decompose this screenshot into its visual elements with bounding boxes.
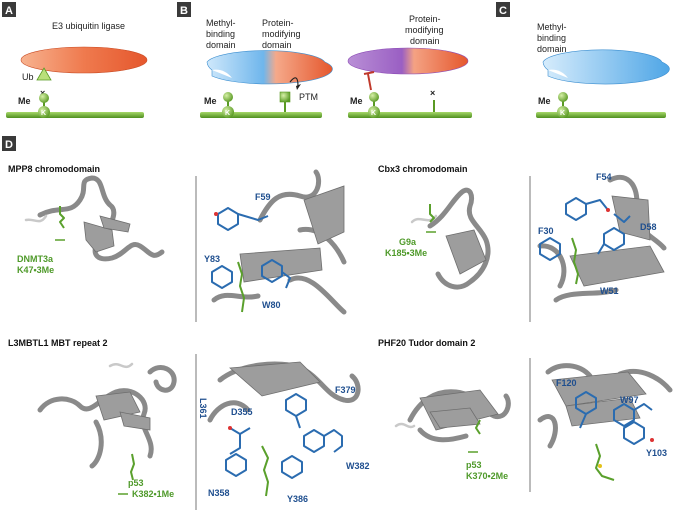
residue-label-w51: W51 [600,286,619,296]
residue-label-d355: D355 [231,407,253,417]
me-label-a: Me [18,96,31,106]
e3-ligase-label: E3 ubiquitin ligase [52,21,125,31]
panel-badge-d [2,136,16,151]
me-label-b1: Me [204,96,217,106]
peptide-chain-c [536,112,666,118]
panel-b: B Methyl- binding domain Protein- modify… [177,2,472,118]
structure-phf20: PHF20 Tudor domain 2 p53 K370•2Me F120 W… [378,338,673,492]
methyl-ball-b2 [369,92,379,102]
protein-modifying-2-label-3: domain [410,36,440,46]
protein-modifying-label-2: modifying [262,29,301,39]
peptide-chain-b2 [348,112,472,118]
ligand-label-l3mbtl1-1: p53 [128,478,144,488]
residue-label-y386: Y386 [287,494,308,504]
inhibitor-line [367,73,372,91]
methyl-ball-b1 [223,92,233,102]
protein-modifying-label-3: domain [262,40,292,50]
structure-l3mbtl1: L3MBTL1 MBT repeat 2 p53 K382•1Me F379 L… [8,338,370,510]
ligand-label-phf20-2: K370•2Me [466,471,508,481]
residue-label-l361: L361 [198,398,208,419]
residue-label-w80: W80 [262,300,281,310]
methyl-binding-label-1: Methyl- [206,18,236,28]
lysine-ball-a [38,106,50,118]
ub-label: Ub [22,72,34,82]
ligand-label-phf20-1: p53 [466,460,482,470]
ligand-label-l3mbtl1-2: K382•1Me [132,489,174,499]
ligand-label-mpp8-2: K47•3Me [17,265,54,275]
structure-title-phf20: PHF20 Tudor domain 2 [378,338,475,348]
lysine-k-b1: K [225,110,230,117]
structure-cbx3: Cbx3 chromodomain G9a K185•3Me F54 F30 D… [378,164,667,322]
panel-a-badge-text: A [5,5,13,17]
residue-label-f120: F120 [556,378,577,388]
residue-label-n358: N358 [208,488,230,498]
ptm-label: PTM [299,92,318,102]
ligand-label-mpp8-1: DNMT3a [17,254,54,264]
protein-modifying-label-1: Protein- [262,18,294,28]
ubiquitin-triangle [36,67,52,81]
lysine-ball-c [557,106,569,118]
methyl-binding-label-2: binding [206,29,235,39]
panel-badge-a [2,2,16,17]
structure-title-cbx3: Cbx3 chromodomain [378,164,468,174]
panel-c-badge-text: C [499,5,507,17]
c-domain-label-1: Methyl- [537,22,567,32]
lysine-ball-b1 [222,106,234,118]
lysine-k-a: K [41,110,46,117]
lysine-ball-b2 [368,106,380,118]
structure-title-l3mbtl1: L3MBTL1 MBT repeat 2 [8,338,108,348]
block-cross-b: × [430,88,435,98]
e3-ligase-shape [20,46,148,74]
panel-d: D MPP8 chromodomain DNMT3a K47•3Me F59 Y… [2,136,673,510]
ptm-arrow [289,77,299,87]
c-methyl-binding-shape [542,49,670,85]
purple-orange-domain [347,47,469,75]
c-domain-label-2: binding [537,33,566,43]
residue-label-f30: F30 [538,226,554,236]
residue-label-y83: Y83 [204,254,220,264]
ligand-label-cbx3-2: K185•3Me [385,248,427,258]
c-domain-label-3: domain [537,44,567,54]
panel-b-badge-text: B [180,5,188,17]
panel-d-badge-text: D [5,139,13,151]
panel-badge-b [177,2,191,17]
protein-modifying-2-label-1: Protein- [409,14,441,24]
peptide-chain-b1 [200,112,322,118]
methyl-ball-c [558,92,568,102]
panel-c: C Methyl- binding domain K Me [496,2,670,118]
structure-title-mpp8: MPP8 chromodomain [8,164,100,174]
panel-a: A E3 ubiquitin ligase Ub × K Me [2,2,148,118]
protein-modifying-2-label-2: modifying [405,25,444,35]
residue-label-f59: F59 [255,192,271,202]
ptm-square [279,91,291,103]
residue-label-f54: F54 [596,172,612,182]
lysine-k-b2: K [371,110,376,117]
residue-label-w382: W382 [346,461,370,471]
methyl-ball-a [39,93,49,103]
dual-domain-shape [206,50,333,85]
block-cross-a: × [40,88,45,98]
ligand-label-cbx3-1: G9a [399,237,417,247]
structure-mpp8: MPP8 chromodomain DNMT3a K47•3Me F59 Y83… [8,164,347,322]
peptide-chain-a [6,112,144,118]
methyl-binding-label-3: domain [206,40,236,50]
lysine-k-c: K [560,110,565,117]
me-label-c: Me [538,96,551,106]
me-label-b2: Me [350,96,363,106]
residue-label-f379: F379 [335,385,356,395]
residue-label-y103: Y103 [646,448,667,458]
residue-label-w97: W97 [620,395,639,405]
residue-label-d58: D58 [640,222,657,232]
panel-badge-c [496,2,510,17]
